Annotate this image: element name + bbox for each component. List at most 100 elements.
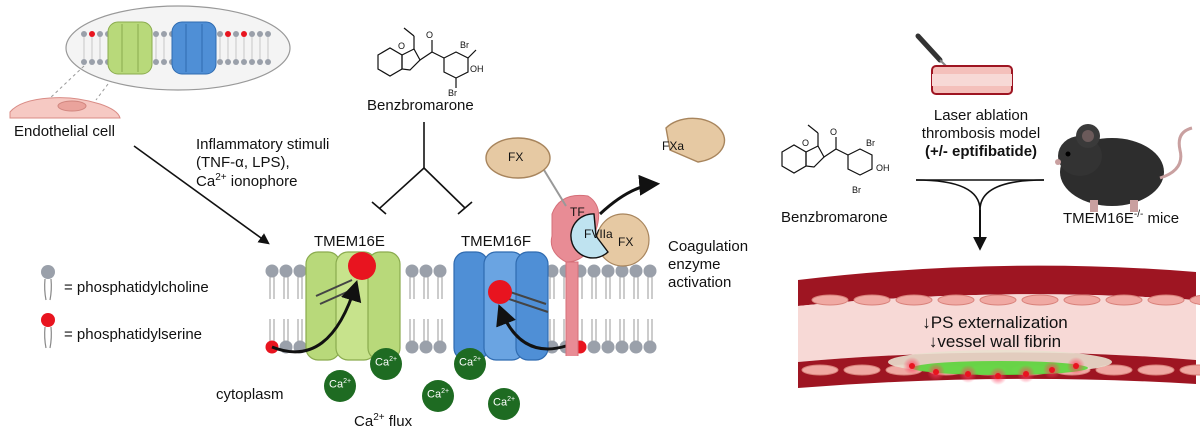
calcium-ion — [324, 370, 356, 402]
fxa-shape — [665, 117, 726, 163]
legend-ps-label: = phosphatidylserine — [64, 326, 203, 343]
coag-label-line2: enzyme — [668, 256, 721, 273]
pc-lipid — [587, 319, 601, 354]
pc-lipid — [293, 264, 307, 299]
pc-lipid — [279, 319, 293, 354]
benzbromarone-right-oh: OH — [876, 163, 890, 173]
stimuli-label-line1: Inflammatory stimuli — [196, 136, 330, 153]
benzbromarone-right-label: Benzbromarone — [781, 209, 888, 226]
fx-to-tf-line — [543, 169, 567, 207]
benzbromarone-structure-top — [377, 27, 477, 88]
fxa-label: FXa — [662, 139, 685, 153]
benzbromarone-ring-o: O — [398, 41, 405, 51]
inset-lipid — [225, 59, 231, 65]
fx-free — [485, 137, 551, 179]
tmem16e-channel — [271, 251, 401, 361]
inset-ps-lipid — [241, 31, 247, 37]
tmem16e-label: TMEM16E — [314, 233, 385, 250]
fx-activation-arrow — [598, 174, 661, 216]
pc-lipid — [601, 319, 615, 354]
cytoplasm-label: cytoplasm — [216, 386, 284, 403]
legend-pc-symbol — [41, 265, 55, 301]
laser-label-line2: thrombosis model — [921, 125, 1041, 142]
stimuli-label-line2: (TNF-α, LPS), — [196, 154, 290, 171]
endothelial-cell-label: Endothelial cell — [14, 123, 115, 140]
endothelial-cell-shape — [9, 97, 121, 119]
inset-lipid — [217, 59, 223, 65]
ps-dot — [995, 373, 1001, 379]
inset-lipid — [153, 59, 159, 65]
inset-lipid — [81, 59, 87, 65]
tmem16f-channel — [453, 251, 567, 361]
inset-pc-lipid — [97, 31, 103, 37]
ps-dot — [933, 369, 939, 375]
pc-lipid — [615, 264, 629, 299]
ca-flux-rest-text: flux — [384, 413, 413, 430]
benzbromarone-structure-right — [781, 124, 873, 176]
inset-pc-lipid — [161, 31, 167, 37]
inset-lipid — [233, 59, 239, 65]
pc-lipid — [615, 319, 629, 354]
ca-flux-label: Ca2+ flux — [354, 412, 412, 430]
pc-lipid — [433, 264, 447, 299]
calcium-ion — [422, 380, 454, 412]
benzbromarone-top-label: Benzbromarone — [367, 97, 474, 114]
inset-pc-lipid — [249, 31, 255, 37]
pc-lipid — [279, 264, 293, 299]
tmem16f-label: TMEM16F — [461, 233, 532, 250]
ps-dot — [1073, 363, 1079, 369]
result-line2: ↓vessel wall fibrin — [928, 332, 1062, 351]
inset-pc-lipid — [257, 31, 263, 37]
stimuli-ca-sup: 2+ — [215, 172, 227, 183]
pc-lipid — [643, 319, 657, 354]
inset-pc-lipid — [265, 31, 271, 37]
benzbromarone-right-carbonyl-o: O — [830, 127, 837, 137]
inset-pc-lipid — [217, 31, 223, 37]
inset-lipid — [265, 59, 271, 65]
mice-label: TMEM16E-/- mice — [1063, 209, 1179, 227]
coag-label-line1: Coagulation — [668, 238, 749, 255]
pc-lipid — [265, 264, 279, 299]
inset-lipid — [97, 59, 103, 65]
inset-pointer-left — [47, 65, 85, 101]
inset-ps-lipid — [225, 31, 231, 37]
inset-ps-lipid — [89, 31, 95, 37]
tf-complex — [550, 194, 650, 356]
calcium-ion-label: Ca2+ — [375, 356, 398, 369]
pc-lipid — [405, 264, 419, 299]
pc-lipid — [629, 264, 643, 299]
fviia-label: FVIIa — [584, 227, 613, 241]
pc-lipid — [405, 319, 419, 354]
ps-dot — [1023, 371, 1029, 377]
laser-label-line3: (+/- eptifibatide) — [924, 143, 1038, 160]
pc-lipid — [293, 319, 307, 354]
benzbromarone-right-br-top: Br — [866, 138, 875, 148]
calcium-ion-label: Ca2+ — [427, 388, 450, 401]
benzbromarone-carbonyl-o: O — [426, 30, 433, 40]
stimuli-ca-text: Ca — [196, 173, 216, 190]
stimuli-ionophore-text: ionophore — [226, 173, 298, 190]
coag-label-line3: activation — [668, 274, 732, 291]
pc-lipid — [419, 264, 433, 299]
ps-dot — [965, 371, 971, 377]
calcium-ion — [488, 388, 520, 420]
mouse-icon — [1055, 124, 1193, 212]
ca-flux-ca-text: Ca — [354, 413, 374, 430]
pc-lipid — [601, 264, 615, 299]
result-line1: ↓PS externalization — [922, 313, 1068, 332]
calcium-ion — [370, 348, 402, 380]
fx-label: FX — [508, 150, 524, 164]
benzbromarone-br-bottom: Br — [448, 88, 457, 98]
stimuli-label-line3: Ca2+ ionophore — [196, 172, 298, 190]
calcium-ions — [324, 348, 520, 420]
inset-lipid — [241, 59, 247, 65]
inset-pc-lipid — [233, 31, 239, 37]
inset-pc-lipid — [81, 31, 87, 37]
pc-lipid — [433, 319, 447, 354]
vessel-illustration — [798, 265, 1200, 388]
tf-label: TF — [570, 205, 585, 219]
legend-ps-symbol — [41, 313, 55, 349]
ca-flux-sup: 2+ — [373, 412, 385, 423]
